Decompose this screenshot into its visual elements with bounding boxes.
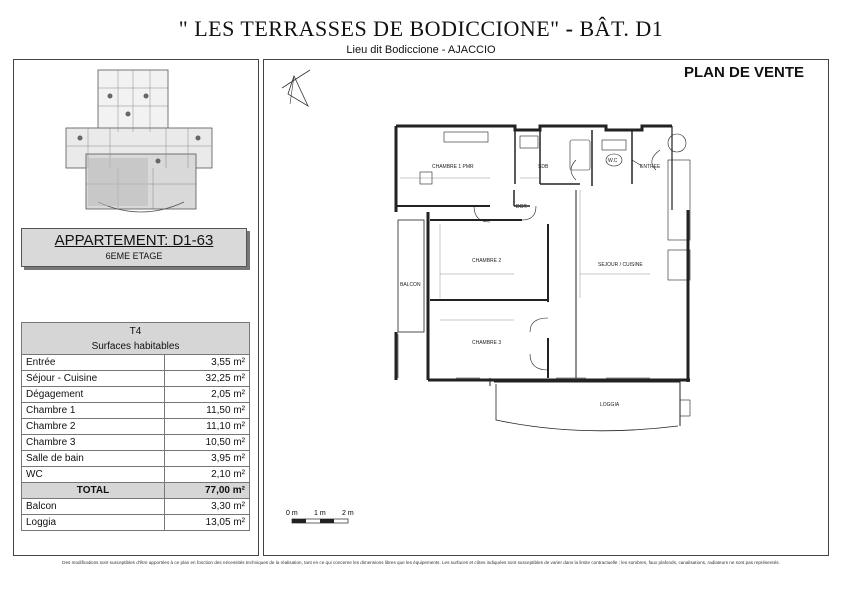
row-label: Chambre 3	[21, 434, 165, 451]
apartment-type: T4	[21, 322, 250, 339]
row-value: 3,95 m²	[164, 450, 250, 467]
scale-label-0: 0 m	[286, 510, 298, 517]
title-separator: -	[565, 16, 574, 41]
scale-bar: 0 m 1 m 2 m	[286, 510, 354, 524]
project-location: Lieu dit Bodiccione - AJACCIO	[346, 44, 496, 56]
row-label: Loggia	[21, 514, 165, 531]
room-chambre3: CHAMBRE 3	[472, 340, 501, 346]
room-loggia: LOGGIA	[600, 402, 620, 408]
row-value: 10,50 m²	[164, 434, 250, 451]
apartment-floor: 6EME ETAGE	[105, 251, 163, 261]
row-label: Balcon	[21, 498, 165, 515]
row-value: 2,10 m²	[164, 466, 250, 483]
project-name: " LES TERRASSES DE BODICCIONE"	[178, 16, 560, 41]
room-sejour: SEJOUR / CUISINE	[598, 262, 643, 268]
surfaces-heading: Surfaces habitables	[21, 339, 250, 355]
building-name: BÂT. D1	[579, 16, 664, 41]
row-label: WC	[21, 466, 165, 483]
room-chambre2: CHAMBRE 2	[472, 258, 501, 264]
row-value: 32,25 m²	[164, 370, 250, 387]
room-sdb: SDB	[538, 164, 549, 170]
room-entree: ENTREE	[640, 164, 661, 170]
total-label: TOTAL	[21, 482, 165, 499]
scale-label-1: 1 m	[314, 510, 326, 517]
plan-panel-frame	[263, 59, 829, 556]
room-chambre1: CHAMBRE 1 PMR	[432, 164, 474, 170]
row-value: 11,10 m²	[164, 418, 250, 435]
room-wc: W.C	[608, 158, 618, 164]
row-label: Séjour - Cuisine	[21, 370, 165, 387]
north-arrow-icon	[281, 69, 311, 108]
scale-label-2: 2 m	[342, 510, 354, 517]
room-dgt: DGT.	[516, 204, 527, 210]
row-value: 3,30 m²	[164, 498, 250, 515]
row-value: 11,50 m²	[164, 402, 250, 419]
left-panel-frame	[13, 59, 259, 556]
row-label: Entrée	[21, 354, 165, 371]
row-label: Salle de bain	[21, 450, 165, 467]
row-label: Dégagement	[21, 386, 165, 403]
apartment-box: APPARTEMENT: D1-63 6EME ETAGE	[21, 228, 247, 267]
row-label: Chambre 2	[21, 418, 165, 435]
room-balcon: BALCON	[400, 282, 421, 288]
total-value: 77,00 m²	[164, 482, 250, 499]
apartment-name: APPARTEMENT: D1-63	[54, 232, 214, 249]
project-title: " LES TERRASSES DE BODICCIONE"-BÂT. D1	[0, 16, 842, 42]
row-label: Chambre 1	[21, 402, 165, 419]
legal-disclaimer: Des modifications sont susceptibles d'êt…	[62, 560, 780, 565]
row-value: 3,55 m²	[164, 354, 250, 371]
floor-plan: CHAMBRE 1 PMR SDB W.C ENTREE DGT. CHAMBR…	[394, 124, 691, 432]
plan-de-vente-label: PLAN DE VENTE	[684, 64, 805, 81]
row-value: 2,05 m²	[164, 386, 250, 403]
row-value: 13,05 m²	[164, 514, 250, 531]
building-key-plan	[65, 69, 213, 213]
